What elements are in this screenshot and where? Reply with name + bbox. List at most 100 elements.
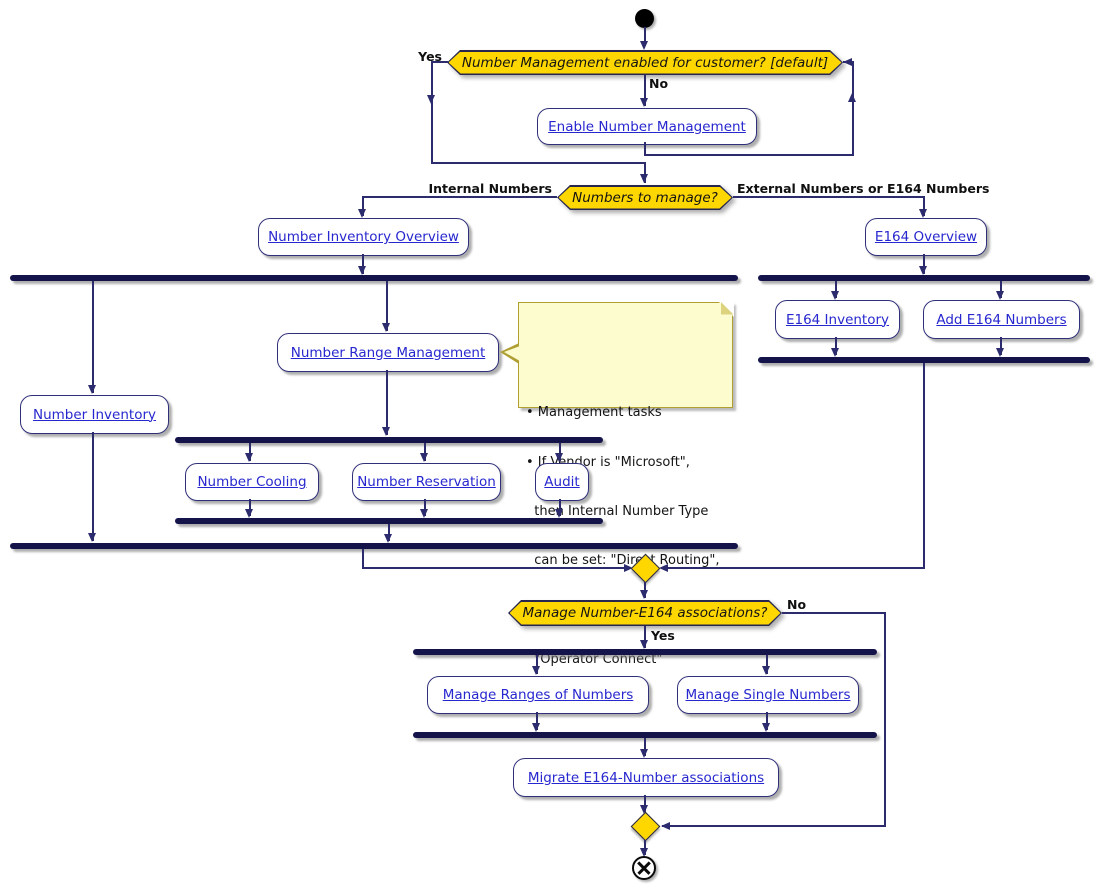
arrowhead-down-icon [427, 95, 435, 104]
flow-line [923, 196, 925, 216]
fork-bar [175, 437, 603, 443]
flow-line [362, 196, 557, 198]
activity-link[interactable]: Add E164 Numbers [936, 311, 1067, 328]
arrowhead-down-icon [245, 509, 253, 518]
note-line: then Internal Number Type [526, 503, 709, 519]
flow-line [644, 840, 646, 855]
flow-line [388, 524, 390, 541]
flow-line [386, 370, 388, 435]
join-bar [413, 732, 877, 738]
arrowhead-down-icon [996, 291, 1004, 300]
note-line: • Management tasks [526, 405, 662, 421]
activity-number-range-management[interactable]: Number Range Management [277, 333, 499, 372]
arrowhead-down-icon [919, 266, 927, 275]
activity-link[interactable]: Manage Single Numbers [685, 687, 851, 703]
arrowhead-down-icon [532, 723, 540, 732]
flow-line [362, 196, 364, 216]
flow-line [92, 281, 94, 393]
activity-number-inventory[interactable]: Number Inventory [20, 395, 169, 434]
flow-line [386, 281, 388, 331]
flow-line [662, 825, 886, 827]
activity-link[interactable]: Manage Ranges of Numbers [442, 687, 634, 703]
flow-line [644, 795, 646, 812]
arrowhead-down-icon [358, 209, 366, 218]
arrowhead-down-icon [831, 291, 839, 300]
flow-line [431, 61, 433, 164]
decision-label: Numbers to manage? [559, 187, 732, 209]
activity-link[interactable]: Number Inventory Overview [268, 229, 459, 245]
activity-manage-single[interactable]: Manage Single Numbers [677, 676, 859, 714]
flow-line [644, 162, 646, 183]
arrowhead-down-icon [640, 98, 648, 107]
flow-line [644, 142, 646, 156]
activity-link[interactable]: E164 Inventory [785, 311, 890, 328]
activity-link[interactable]: Number Inventory [32, 406, 156, 423]
arrowhead-down-icon [640, 41, 648, 50]
arrowhead-down-icon [555, 453, 563, 462]
activity-link[interactable]: Number Reservation [357, 474, 496, 490]
join-bar [758, 357, 1090, 363]
branch-label-internal-numbers: Internal Numbers [428, 181, 552, 196]
branch-label-yes: Yes [418, 49, 442, 64]
flow-line [644, 75, 646, 106]
activity-number-inventory-overview[interactable]: Number Inventory Overview [258, 218, 469, 256]
activity-link[interactable]: E164 Overview [874, 229, 978, 245]
flow-line [536, 712, 538, 730]
arrowhead-down-icon [762, 666, 770, 675]
flow-line [424, 499, 426, 516]
flow-line [644, 738, 646, 756]
activity-link[interactable]: Enable Number Management [548, 118, 746, 135]
branch-label-yes: Yes [651, 628, 675, 643]
arrowhead-down-icon [640, 848, 648, 857]
activity-e164-overview[interactable]: E164 Overview [865, 218, 987, 256]
decision-numbers-to-manage: Numbers to manage? [557, 185, 733, 210]
decision-number-management-enabled: Number Management enabled for customer? … [447, 50, 843, 75]
note-line: "Operator Connect" [526, 651, 663, 667]
flow-line [362, 549, 364, 569]
flow-line [249, 499, 251, 516]
arrowhead-left-icon [661, 821, 670, 830]
arrowhead-down-icon [555, 509, 563, 518]
fork-bar [413, 649, 877, 655]
activity-migrate-associations[interactable]: Migrate E164-Number associations [513, 758, 779, 797]
activity-audit[interactable]: Audit [535, 463, 589, 501]
activity-link[interactable]: Number Cooling [197, 474, 307, 490]
branch-label-no: No [787, 597, 807, 612]
activity-add-e164-numbers[interactable]: Add E164 Numbers [923, 300, 1080, 339]
arrowhead-down-icon [762, 723, 770, 732]
activity-e164-inventory[interactable]: E164 Inventory [775, 300, 900, 339]
activity-number-reservation[interactable]: Number Reservation [352, 463, 501, 501]
arrowhead-down-icon [88, 533, 96, 542]
arrowhead-down-icon [532, 666, 540, 675]
flow-line [644, 626, 646, 648]
activity-number-cooling[interactable]: Number Cooling [185, 463, 319, 501]
flow-line [362, 254, 364, 274]
flow-line [852, 61, 854, 156]
arrowhead-down-icon [382, 323, 390, 332]
flow-line [923, 363, 925, 569]
activity-link[interactable]: Migrate E164-Number associations [527, 769, 765, 786]
start-node [635, 9, 654, 28]
flow-line [835, 337, 837, 355]
flow-line [432, 61, 448, 63]
merge-diamond [630, 811, 661, 842]
flow-line [1000, 337, 1002, 355]
arrowhead-down-icon [640, 749, 648, 758]
arrowhead-down-icon [245, 453, 253, 462]
arrowhead-down-icon [640, 805, 648, 814]
arrowhead-left-icon [843, 57, 852, 66]
activity-link[interactable]: Number Range Management [290, 344, 486, 361]
decision-label: Manage Number-E164 associations? [510, 602, 781, 625]
activity-link[interactable]: Audit [544, 474, 580, 490]
flow-line [644, 27, 646, 44]
activity-manage-ranges[interactable]: Manage Ranges of Numbers [427, 676, 649, 714]
arrowhead-down-icon [384, 534, 392, 543]
activity-enable-number-management[interactable]: Enable Number Management [537, 108, 757, 145]
flow-line [249, 443, 251, 461]
join-bar [175, 518, 603, 524]
flow-line [1000, 281, 1002, 298]
branch-label-external-numbers: External Numbers or E164 Numbers [737, 181, 990, 196]
flow-line [362, 567, 626, 569]
arrowhead-down-icon [420, 509, 428, 518]
